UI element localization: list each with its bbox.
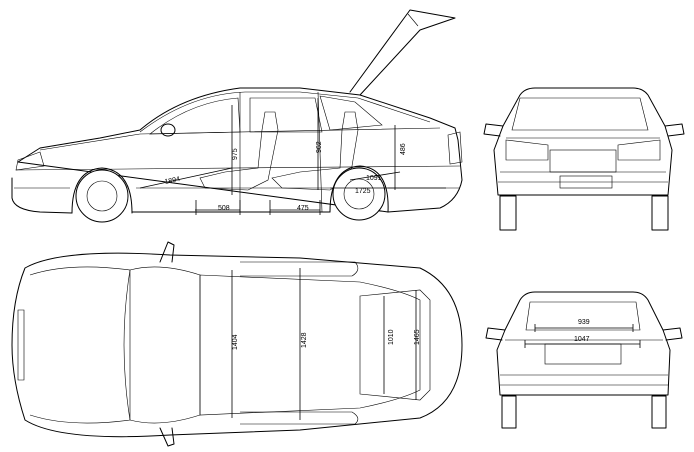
front-seat bbox=[199, 111, 279, 191]
rear-bottom-outline bbox=[496, 291, 671, 396]
dim-1091: 1091 bbox=[366, 175, 382, 182]
top-mirror-right bbox=[159, 427, 175, 447]
dim-939: 939 bbox=[578, 319, 590, 326]
side-window-front bbox=[149, 97, 241, 135]
dim-1047: 1047 bbox=[574, 336, 590, 343]
dim-975: 975 bbox=[232, 148, 239, 160]
rear-view-bottom: 939 1047 bbox=[485, 291, 683, 429]
top-view-outline bbox=[11, 252, 463, 438]
top-roof bbox=[199, 274, 421, 416]
dim-1404: 1404 bbox=[232, 334, 239, 350]
front-wheel-side bbox=[75, 169, 129, 223]
dim-1428: 1428 bbox=[301, 332, 308, 348]
top-view: 1404 1428 1010 1465 bbox=[11, 241, 463, 447]
side-window-rear bbox=[249, 97, 323, 133]
dim-508: 508 bbox=[218, 205, 230, 212]
rear-view-top bbox=[483, 87, 685, 231]
open-tailgate bbox=[349, 9, 456, 96]
rear-view-outline bbox=[493, 87, 673, 196]
top-windshield bbox=[123, 266, 201, 424]
side-mirror bbox=[160, 123, 176, 137]
side-body-outline bbox=[11, 87, 463, 214]
dim-486: 486 bbox=[400, 143, 407, 155]
dim-1010: 1010 bbox=[388, 329, 395, 345]
dim-962: 962 bbox=[316, 141, 323, 153]
dim-1465: 1465 bbox=[414, 329, 421, 345]
dim-475: 475 bbox=[297, 205, 309, 212]
rear-seat bbox=[271, 111, 359, 191]
rear-wheel-side bbox=[332, 167, 386, 221]
side-view: 1894 975 962 486 1091 1725 508 475 bbox=[11, 9, 463, 223]
dim-1894: 1894 bbox=[164, 176, 181, 186]
dim-1725: 1725 bbox=[355, 188, 371, 195]
top-mirror-left bbox=[159, 241, 175, 263]
